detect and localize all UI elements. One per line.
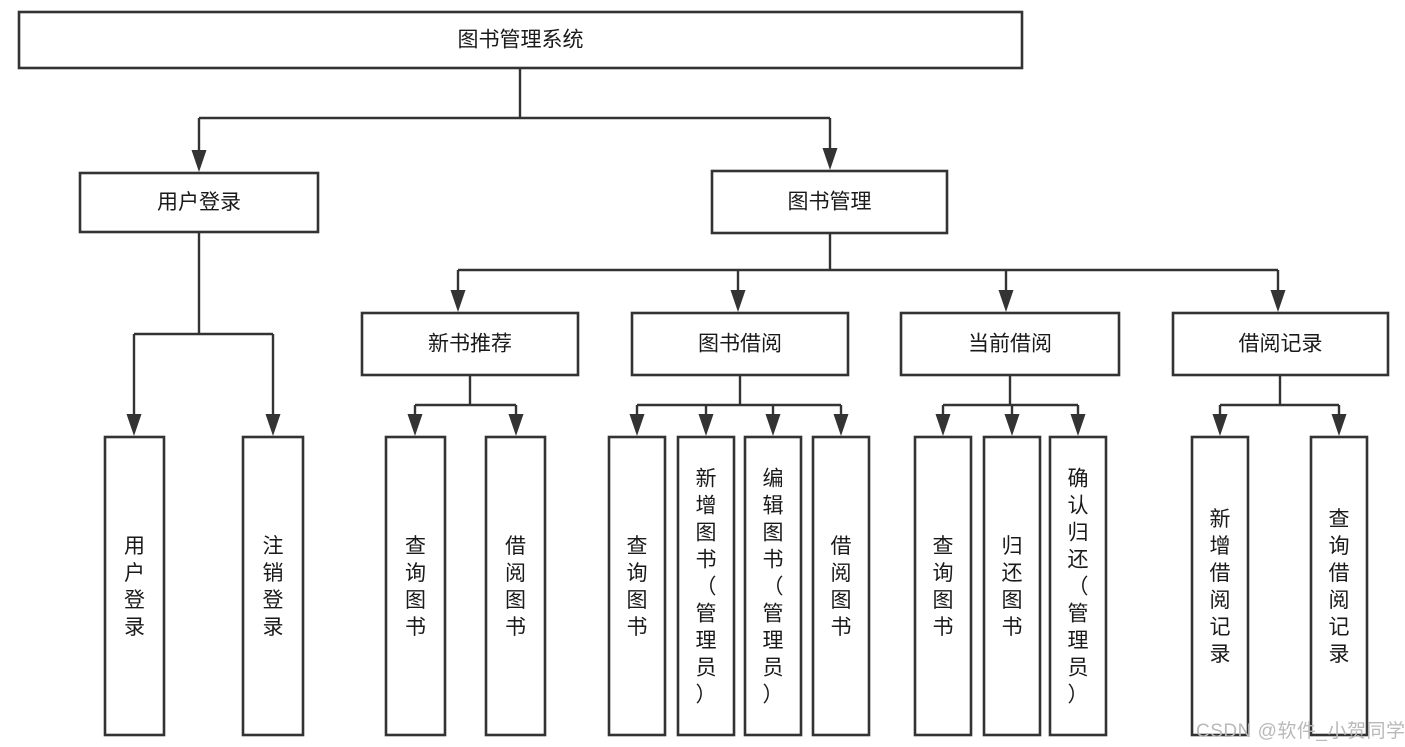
node-box-book-borrow bbox=[630, 311, 850, 377]
connector-arrow bbox=[1331, 405, 1347, 436]
connector-arrow bbox=[1004, 405, 1020, 436]
node-leaf-logout-login[interactable]: 注销登录 bbox=[241, 435, 305, 737]
connector-bus bbox=[1220, 375, 1339, 407]
node-box-leaf-add-book-admin bbox=[676, 435, 736, 737]
node-book-borrow[interactable]: 图书借阅 bbox=[630, 311, 850, 377]
connector-arrow bbox=[730, 270, 746, 312]
node-box-leaf-return-book bbox=[982, 435, 1042, 737]
node-leaf-query-borrow-record[interactable]: 查询借阅记录 bbox=[1309, 435, 1369, 737]
node-leaf-query-book-current[interactable]: 查询图书 bbox=[913, 435, 973, 737]
node-leaf-borrow-book-recommend[interactable]: 借阅图书 bbox=[484, 435, 547, 737]
node-leaf-edit-book-admin[interactable]: 编辑图书（管理员） bbox=[743, 435, 803, 737]
node-leaf-query-book[interactable]: 查询图书 bbox=[607, 435, 667, 737]
node-current-borrow[interactable]: 当前借阅 bbox=[899, 311, 1121, 377]
node-box-current-borrow bbox=[899, 311, 1121, 377]
node-root[interactable]: 图书管理系统 bbox=[17, 10, 1024, 70]
node-label-current-borrow: 当前借阅 bbox=[968, 333, 1052, 356]
connector-arrow bbox=[1212, 405, 1228, 436]
connectors-layer bbox=[126, 68, 1347, 436]
connector-bus bbox=[943, 375, 1078, 407]
connector-arrow bbox=[935, 405, 951, 436]
connector-arrow bbox=[998, 270, 1014, 312]
node-label-new-book-recommend: 新书推荐 bbox=[428, 333, 512, 356]
connector-arrow bbox=[508, 405, 524, 436]
node-box-leaf-add-borrow-record bbox=[1190, 435, 1250, 737]
node-box-user-login bbox=[78, 171, 320, 234]
node-label-user-login: 用户登录 bbox=[157, 191, 241, 214]
connector-bus bbox=[458, 233, 1278, 272]
node-box-leaf-edit-book-admin bbox=[743, 435, 803, 737]
node-box-book-manage bbox=[710, 169, 949, 235]
node-box-leaf-query-borrow-record bbox=[1309, 435, 1369, 737]
connector-bus bbox=[134, 232, 273, 336]
node-label-leaf-query-book: 查询图书 bbox=[627, 535, 648, 639]
connector-arrow bbox=[191, 118, 207, 172]
node-borrow-record[interactable]: 借阅记录 bbox=[1171, 311, 1390, 377]
nodes-layer: 图书管理系统用户登录图书管理新书推荐图书借阅当前借阅借阅记录用户登录注销登录查询… bbox=[17, 10, 1390, 737]
node-label-leaf-borrow-book: 借阅图书 bbox=[831, 535, 852, 639]
node-label-book-manage: 图书管理 bbox=[788, 191, 872, 214]
node-leaf-confirm-return-admin[interactable]: 确认归还（管理员） bbox=[1048, 435, 1108, 737]
node-book-manage[interactable]: 图书管理 bbox=[710, 169, 949, 235]
node-label-leaf-borrow-book-recommend: 借阅图书 bbox=[505, 535, 526, 639]
node-label-leaf-add-book-admin: 新增图书（管理员） bbox=[696, 468, 717, 707]
node-box-leaf-borrow-book bbox=[811, 435, 871, 737]
connector-arrow bbox=[698, 405, 714, 436]
connector-arrow bbox=[629, 405, 645, 436]
node-label-root: 图书管理系统 bbox=[458, 29, 584, 52]
node-leaf-query-book-recommend[interactable]: 查询图书 bbox=[384, 435, 447, 737]
node-label-leaf-edit-book-admin: 编辑图书（管理员） bbox=[763, 468, 784, 707]
connector-arrow bbox=[822, 118, 838, 170]
connector-arrow bbox=[833, 405, 849, 436]
node-label-book-borrow: 图书借阅 bbox=[698, 333, 782, 356]
node-label-leaf-query-book-current: 查询图书 bbox=[933, 535, 954, 639]
connector-arrow bbox=[126, 334, 142, 436]
connector-arrow bbox=[450, 270, 466, 312]
node-box-leaf-user-login bbox=[103, 435, 166, 737]
connector-arrow bbox=[265, 334, 281, 436]
node-leaf-add-borrow-record[interactable]: 新增借阅记录 bbox=[1190, 435, 1250, 737]
node-leaf-add-book-admin[interactable]: 新增图书（管理员） bbox=[676, 435, 736, 737]
node-box-leaf-borrow-book-recommend bbox=[484, 435, 547, 737]
node-box-new-book-recommend bbox=[360, 311, 580, 377]
node-box-leaf-confirm-return-admin bbox=[1048, 435, 1108, 737]
connector-bus bbox=[637, 375, 841, 407]
node-label-leaf-add-borrow-record: 新增借阅记录 bbox=[1210, 508, 1231, 666]
connector-arrow bbox=[765, 405, 781, 436]
node-leaf-borrow-book[interactable]: 借阅图书 bbox=[811, 435, 871, 737]
node-box-leaf-logout-login bbox=[241, 435, 305, 737]
node-label-borrow-record: 借阅记录 bbox=[1239, 333, 1323, 356]
node-box-root bbox=[17, 10, 1024, 70]
connector-bus bbox=[199, 68, 830, 120]
node-box-borrow-record bbox=[1171, 311, 1390, 377]
node-label-leaf-return-book: 归还图书 bbox=[1002, 535, 1023, 639]
node-label-leaf-query-borrow-record: 查询借阅记录 bbox=[1329, 508, 1350, 666]
node-leaf-return-book[interactable]: 归还图书 bbox=[982, 435, 1042, 737]
node-label-leaf-query-book-recommend: 查询图书 bbox=[405, 535, 426, 639]
node-box-leaf-query-book-current bbox=[913, 435, 973, 737]
node-leaf-user-login[interactable]: 用户登录 bbox=[103, 435, 166, 737]
connector-bus bbox=[415, 375, 516, 407]
node-label-leaf-confirm-return-admin: 确认归还（管理员） bbox=[1068, 468, 1089, 707]
node-new-book-recommend[interactable]: 新书推荐 bbox=[360, 311, 580, 377]
node-label-leaf-logout-login: 注销登录 bbox=[263, 535, 284, 639]
node-label-leaf-user-login: 用户登录 bbox=[124, 535, 145, 639]
connector-arrow bbox=[407, 405, 423, 436]
node-user-login[interactable]: 用户登录 bbox=[78, 171, 320, 234]
node-box-leaf-query-book-recommend bbox=[384, 435, 447, 737]
node-box-leaf-query-book bbox=[607, 435, 667, 737]
connector-arrow bbox=[1070, 405, 1086, 436]
connector-arrow bbox=[1270, 270, 1286, 312]
